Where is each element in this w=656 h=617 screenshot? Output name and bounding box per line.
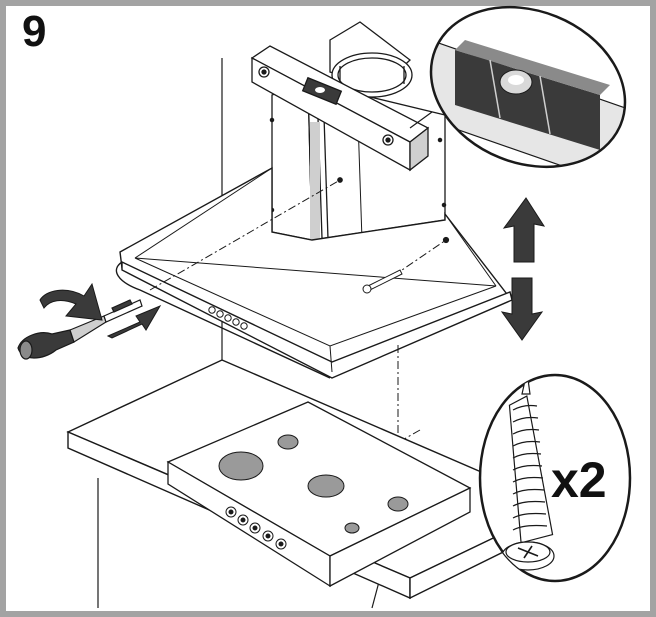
screwdriver-icon [17,299,143,360]
step-number-badge: 9 [22,7,47,56]
rotate-arrow-icon [39,282,103,321]
cooker-hood [115,166,513,379]
burner-zones [218,434,409,534]
up-arrow-icon [502,197,546,263]
screw-icon [478,373,632,583]
screw-quantity-label: x2 [551,452,607,508]
cooktop [166,401,472,588]
down-arrow-icon [500,277,544,341]
wall-bracket [250,21,430,172]
hob-control-knobs [225,506,287,550]
push-arrow-icon [106,304,162,339]
hood-screw [362,269,403,294]
hood-control-buttons [208,306,248,330]
